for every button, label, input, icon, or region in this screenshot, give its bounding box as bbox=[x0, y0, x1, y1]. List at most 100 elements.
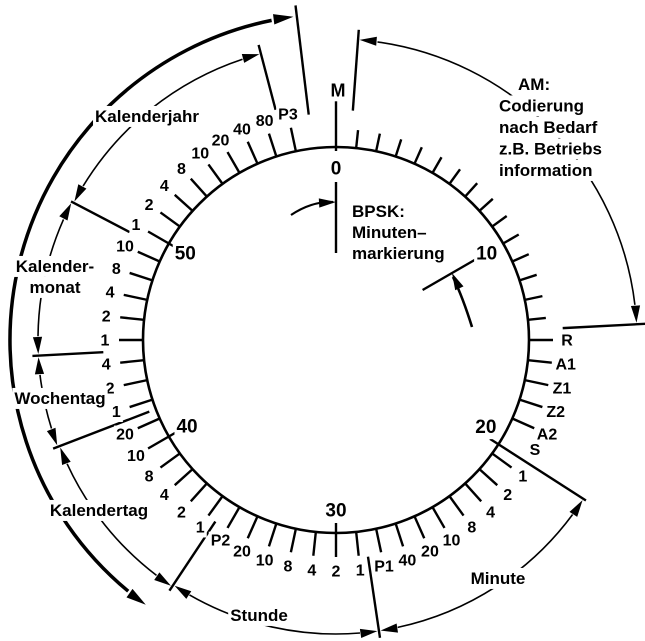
tick-sec-53 bbox=[189, 177, 208, 198]
bit-label-sec-17-bg bbox=[550, 379, 574, 399]
bit-label-sec-35: P2 bbox=[211, 533, 231, 550]
tick-sec-10 bbox=[502, 233, 520, 245]
bpsk-note-line2: Minuten– bbox=[352, 223, 427, 242]
tick-sec-25 bbox=[431, 506, 446, 529]
tick-sec-32 bbox=[289, 528, 298, 553]
tick-sec-7 bbox=[464, 182, 479, 198]
bit-label-sec-54-bg bbox=[189, 144, 212, 164]
inner-second-label-40-bg bbox=[174, 415, 200, 439]
bit-label-sec-25: 10 bbox=[443, 533, 461, 550]
bit-label-sec-41-bg bbox=[114, 425, 136, 445]
segment-label-am-line4-bg bbox=[497, 138, 604, 160]
bit-label-sec-19: A2 bbox=[537, 427, 558, 444]
tick-sec-2 bbox=[374, 133, 382, 152]
tick-sec-35 bbox=[226, 506, 241, 529]
bit-label-sec-51: 2 bbox=[145, 197, 154, 214]
segment-arrow-am-end bbox=[630, 305, 641, 323]
bit-label-sec-48: 8 bbox=[112, 261, 121, 278]
boundary-line-sec-41.5 bbox=[52, 410, 150, 450]
segment-label-minute-bg bbox=[468, 567, 528, 589]
tick-sec-46 bbox=[120, 316, 145, 322]
tick-sec-33 bbox=[267, 523, 278, 547]
bit-label-sec-44: 4 bbox=[102, 357, 111, 374]
bit-label-sec-40: 10 bbox=[127, 448, 145, 465]
tick-sec-47 bbox=[123, 293, 148, 302]
segment-label-am-line5: information bbox=[499, 161, 593, 180]
bit-label-sec-39-bg bbox=[142, 467, 156, 487]
bit-label-sec-57: 80 bbox=[256, 113, 274, 130]
bit-label-sec-24: 8 bbox=[467, 519, 476, 536]
bit-label-sec-23: 4 bbox=[486, 504, 495, 521]
bit-label-sec-35-bg bbox=[208, 531, 233, 551]
inner-second-label-30: 30 bbox=[325, 501, 346, 522]
bit-label-sec-21: 1 bbox=[518, 468, 527, 485]
bit-label-sec-55: 20 bbox=[212, 133, 230, 150]
tick-sec-41 bbox=[137, 417, 161, 430]
segment-label-stunde: Stunde bbox=[230, 606, 288, 625]
tick-sec-40 bbox=[147, 430, 179, 450]
segment-label-am-line2: Codierung bbox=[499, 96, 584, 115]
bit-label-sec-51-bg bbox=[142, 195, 156, 215]
bit-label-sec-42-bg bbox=[109, 402, 123, 422]
tick-sec-9 bbox=[491, 215, 508, 228]
segment-label-stunde-bg bbox=[228, 604, 290, 626]
bit-label-sec-23-bg bbox=[484, 503, 498, 523]
bit-label-sec-49: 10 bbox=[116, 239, 134, 256]
bit-label-sec-47-bg bbox=[103, 283, 117, 303]
tick-sec-23 bbox=[464, 482, 483, 503]
bit-label-sec-27: 40 bbox=[398, 552, 416, 569]
tick-sec-37 bbox=[189, 482, 208, 503]
tick-sec-51 bbox=[159, 211, 181, 228]
bit-label-sec-30-bg bbox=[329, 562, 343, 582]
bit-label-sec-27-bg bbox=[396, 551, 419, 571]
segment-label-kalenderjahr-bg bbox=[93, 105, 202, 127]
tick-sec-31 bbox=[312, 531, 318, 556]
bit-label-sec-49-bg bbox=[114, 237, 136, 257]
tick-sec-39 bbox=[159, 452, 181, 469]
bit-label-sec-25-bg bbox=[440, 531, 463, 551]
segment-label-kalendermonat-line2: monat bbox=[30, 278, 81, 297]
segment-arrow-stunde-end bbox=[174, 585, 192, 599]
tick-sec-13 bbox=[524, 294, 543, 302]
inner-second-label-20-bg bbox=[473, 416, 499, 440]
segment-label-am-line2-bg bbox=[497, 95, 586, 117]
bit-label-sec-37: 2 bbox=[177, 504, 186, 521]
bit-label-sec-17: Z1 bbox=[553, 381, 572, 398]
bit-label-sec-26: 20 bbox=[421, 544, 439, 561]
tick-sec-36 bbox=[207, 495, 224, 517]
bit-label-sec-45: 1 bbox=[101, 333, 110, 350]
bpsk-note-line1: BPSK: bbox=[352, 202, 405, 221]
bit-label-sec-45-bg bbox=[98, 331, 112, 351]
outer-bracket-arrow-end bbox=[273, 14, 294, 25]
segment-label-am-line1-bg bbox=[516, 73, 553, 95]
boundary-line-sec-0.7 bbox=[351, 29, 360, 111]
minute-marker-label-bg bbox=[328, 79, 348, 102]
boundary-line-sec-58.85 bbox=[294, 5, 310, 115]
bit-label-sec-48-bg bbox=[109, 260, 123, 280]
bit-label-sec-36-bg bbox=[193, 518, 207, 538]
bit-label-sec-52-bg bbox=[157, 177, 171, 197]
segment-arrow-minute-end bbox=[380, 623, 398, 633]
tick-sec-21 bbox=[491, 452, 513, 469]
segment-label-am-line1: AM: bbox=[518, 75, 550, 94]
bit-label-sec-57-bg bbox=[253, 111, 276, 131]
bit-label-sec-15: R bbox=[561, 333, 573, 350]
segment-arrow-kalendertag-start bbox=[154, 572, 171, 586]
rotation-arrowhead bbox=[452, 273, 464, 291]
tick-sec-54 bbox=[207, 163, 224, 185]
inner-second-label-30-bg bbox=[323, 499, 349, 523]
tick-sec-49 bbox=[137, 250, 161, 263]
tick-sec-56 bbox=[246, 141, 259, 165]
tick-sec-18 bbox=[519, 398, 543, 409]
bit-label-sec-18-bg bbox=[544, 402, 568, 422]
bit-label-sec-53-bg bbox=[174, 159, 188, 179]
tick-sec-22 bbox=[478, 468, 499, 487]
bpsk-note-line1-bg bbox=[350, 200, 407, 222]
bit-label-sec-20-bg bbox=[527, 440, 543, 460]
tick-sec-43 bbox=[123, 378, 148, 387]
tick-sec-28 bbox=[374, 528, 383, 553]
bit-label-sec-43: 2 bbox=[106, 381, 115, 398]
tick-sec-57 bbox=[267, 133, 278, 157]
tick-sec-44 bbox=[120, 358, 145, 364]
